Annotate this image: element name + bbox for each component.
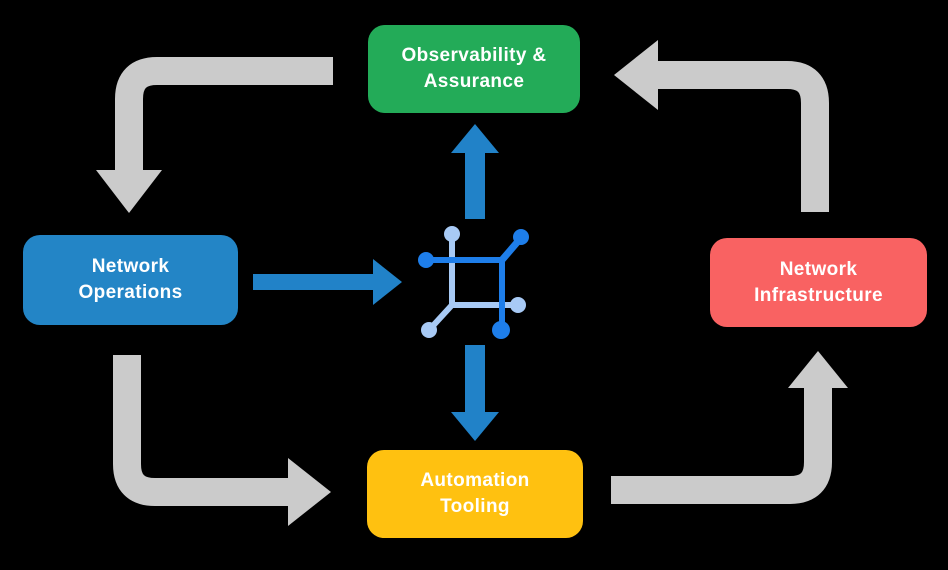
- node-label-line2: Operations: [78, 282, 183, 303]
- arrow-head-down: [96, 170, 162, 213]
- network-mesh-icon-light-layer: [421, 226, 526, 338]
- icon-node-bottom-left: [421, 322, 437, 338]
- node-label-line1: Observability &: [401, 45, 547, 66]
- arrow-shaft: [115, 57, 333, 171]
- node-automation-tooling: Automation Tooling: [367, 450, 583, 538]
- arrow-head-up: [451, 124, 499, 153]
- icon-node-right: [510, 297, 526, 313]
- arrow-head-down: [451, 412, 499, 441]
- arrow-hub-to-automation: [451, 345, 499, 441]
- node-label-line2: Assurance: [423, 71, 525, 92]
- node-label-line2: Infrastructure: [754, 284, 883, 306]
- node-label-line1: Automation: [420, 470, 530, 491]
- arrow-operations-to-hub: [253, 259, 402, 305]
- arrow-head-right: [373, 259, 402, 305]
- network-mesh-icon: [418, 226, 529, 339]
- node-observability-assurance: Observability & Assurance: [368, 25, 580, 113]
- node-network-infrastructure: Network Infrastructure: [710, 238, 927, 327]
- icon-node-left: [418, 252, 434, 268]
- arrow-shaft: [657, 61, 829, 212]
- arrow-observability-to-operations: [96, 57, 333, 213]
- arrow-shaft: [113, 355, 289, 506]
- node-label-line1: Network: [779, 258, 858, 280]
- arrow-infrastructure-to-observability: [614, 40, 829, 212]
- node-label-line1: Network: [91, 256, 170, 277]
- icon-node-top: [444, 226, 460, 242]
- arrow-head-up: [788, 351, 848, 388]
- node-network-operations: Network Operations: [23, 235, 238, 325]
- arrow-shaft: [611, 387, 832, 504]
- icon-node-bottom: [492, 321, 510, 339]
- arrow-automation-to-infrastructure: [611, 351, 848, 504]
- arrow-operations-to-automation: [113, 355, 331, 526]
- arrow-hub-to-observability: [451, 124, 499, 219]
- icon-node-top-right: [513, 229, 529, 245]
- arrow-head-left: [614, 40, 658, 110]
- network-mesh-icon-dark-layer: [418, 229, 529, 339]
- arrow-head-right: [288, 458, 331, 526]
- node-label-line2: Tooling: [440, 496, 510, 517]
